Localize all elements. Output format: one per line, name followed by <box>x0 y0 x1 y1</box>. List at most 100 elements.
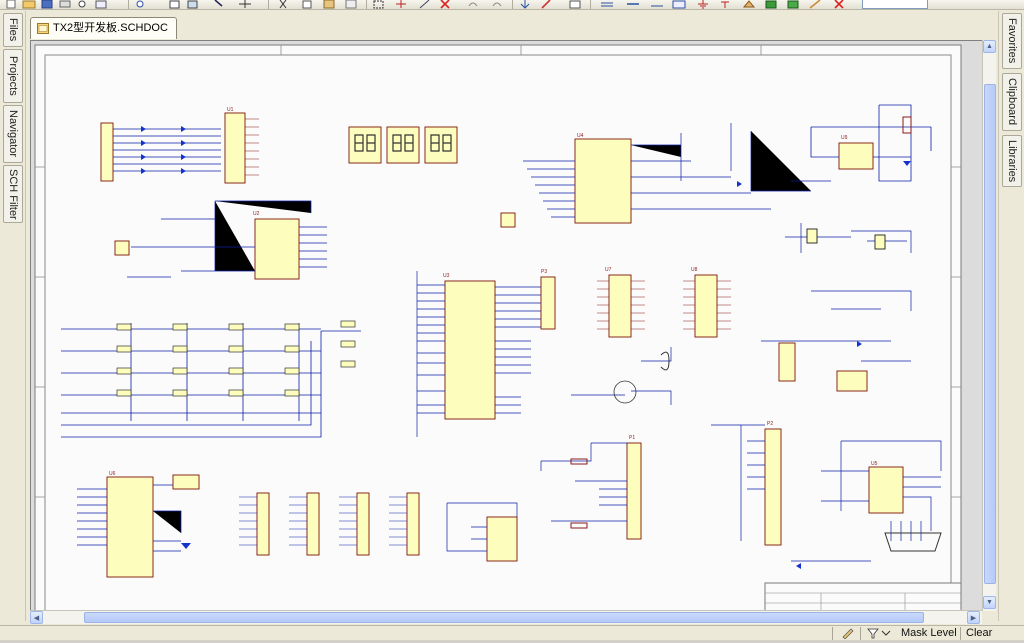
zoom-selected-icon[interactable] <box>186 0 200 9</box>
svg-text:P3: P3 <box>541 269 547 275</box>
deselect-icon[interactable] <box>418 0 432 9</box>
mcu-port-header <box>540 276 556 330</box>
svg-text:U6: U6 <box>109 471 116 477</box>
place-net-label-icon[interactable] <box>650 0 664 9</box>
clear-button[interactable]: Clear <box>966 627 993 639</box>
select-area-icon[interactable] <box>372 0 386 9</box>
panel-tab-label: Favorites <box>1006 18 1018 64</box>
panel-tab-label: SCH Filter <box>7 168 19 220</box>
scroll-left-button[interactable]: ◀ <box>30 611 43 624</box>
move-selection-icon[interactable] <box>394 0 408 9</box>
zoom-area-icon[interactable] <box>168 0 182 9</box>
print-icon[interactable] <box>58 0 72 9</box>
main-toolbar <box>0 0 1024 10</box>
select-icon[interactable] <box>212 0 226 9</box>
panel-tab-files[interactable]: Files <box>3 13 23 47</box>
svg-text:P2: P2 <box>767 421 773 427</box>
place-port-icon[interactable] <box>786 0 800 9</box>
zoom-fit-icon[interactable] <box>134 0 148 9</box>
zoom-level-combo[interactable] <box>862 0 928 9</box>
expansion-header-circuit <box>540 442 642 540</box>
panel-tab-libraries[interactable]: Libraries <box>1002 135 1022 187</box>
hierarchy-icon[interactable] <box>518 0 532 9</box>
vertical-scroll-thumb[interactable] <box>984 84 996 584</box>
db9-connector-symbol <box>884 532 942 552</box>
panel-tab-favorites[interactable]: Favorites <box>1002 13 1022 69</box>
panel-tab-label: Navigator <box>7 110 19 158</box>
place-wire-icon[interactable] <box>626 0 640 9</box>
panel-tab-label: Projects <box>7 56 19 96</box>
max232-ic <box>868 466 904 514</box>
schematic-doc-icon <box>37 23 49 34</box>
no-erc-icon[interactable] <box>832 0 846 9</box>
mcu-at89s52 <box>416 271 556 437</box>
led-driver-ic <box>224 112 246 184</box>
place-net-icon[interactable] <box>672 0 686 9</box>
dac0832-ic <box>106 476 154 578</box>
panel-tab-label: Clipboard <box>1006 78 1018 126</box>
open-folder-icon[interactable] <box>22 0 36 9</box>
scroll-down-button[interactable]: ▼ <box>983 596 996 609</box>
keypad-matrix <box>61 320 361 438</box>
undo-icon[interactable] <box>466 0 480 9</box>
place-bus-icon[interactable] <box>600 0 614 9</box>
sheet-paper <box>34 44 962 610</box>
copy-icon[interactable] <box>300 0 314 9</box>
panel-tab-label: Files <box>7 18 19 42</box>
pin-headers <box>239 492 420 556</box>
scroll-up-button[interactable]: ▲ <box>983 40 996 53</box>
editor-vertical-scrollbar[interactable]: ▲ ▼ <box>982 40 996 611</box>
mcu-ic-body <box>444 280 496 420</box>
svg-text:P1: P1 <box>629 435 635 441</box>
dac0832-circuit <box>77 474 200 578</box>
filter-icon[interactable] <box>864 627 896 640</box>
paste-icon[interactable] <box>322 0 336 9</box>
svg-text:U9: U9 <box>841 135 848 141</box>
small-ic-circuit <box>446 502 518 562</box>
move-icon[interactable] <box>238 0 252 9</box>
document-tab[interactable]: TX2型开发板.SCHDOC <box>30 17 177 39</box>
panel-tab-navigator[interactable]: Navigator <box>3 105 23 163</box>
adc0804-ic <box>254 218 300 280</box>
cross-probe-icon[interactable] <box>540 0 554 9</box>
place-sheet-icon[interactable] <box>764 0 778 9</box>
new-icon[interactable] <box>4 0 18 9</box>
clear-filter-icon[interactable] <box>438 0 452 9</box>
sheet-zone-ticks <box>35 45 961 498</box>
transistor-symbol <box>613 380 637 404</box>
place-entry-icon[interactable] <box>808 0 822 9</box>
adc0804-circuit <box>114 200 327 280</box>
cut-icon[interactable] <box>276 0 290 9</box>
editor-horizontal-scrollbar[interactable]: ◀ ▶ <box>30 610 982 624</box>
place-part-icon[interactable] <box>742 0 756 9</box>
place-vcc-icon[interactable] <box>718 0 732 9</box>
panel-tab-clipboard[interactable]: Clipboard <box>1002 73 1022 131</box>
redo-icon[interactable] <box>490 0 504 9</box>
power-regulator-circuit <box>810 104 932 182</box>
svg-text:U1: U1 <box>227 107 234 113</box>
title-block <box>764 582 962 610</box>
seven-segment-displays <box>348 126 458 164</box>
panel-tab-sch-filter[interactable]: SCH Filter <box>3 165 23 223</box>
paste-array-icon[interactable] <box>344 0 358 9</box>
svg-text:U8: U8 <box>691 267 698 273</box>
mask-level-button[interactable]: Mask Level <box>901 627 957 639</box>
panel-tab-projects[interactable]: Projects <box>3 49 23 103</box>
pencil-icon[interactable] <box>838 627 858 640</box>
zoom-icon[interactable] <box>76 0 90 9</box>
preview-icon[interactable] <box>94 0 108 9</box>
led-bank-circuit <box>100 112 259 184</box>
save-icon[interactable] <box>40 0 54 9</box>
status-bar: Mask Level Clear <box>0 625 1024 640</box>
place-gnd-icon[interactable] <box>696 0 710 9</box>
scroll-right-button[interactable]: ▶ <box>967 611 980 624</box>
right-panel-dock: Favorites Clipboard Libraries <box>998 11 1024 621</box>
browse-component-icon[interactable] <box>568 0 582 9</box>
document-tab-title: TX2型开发板.SCHDOC <box>53 22 168 34</box>
svg-text:U2: U2 <box>253 211 260 217</box>
latch-ics <box>597 274 731 338</box>
horizontal-scroll-thumb[interactable] <box>84 612 924 623</box>
